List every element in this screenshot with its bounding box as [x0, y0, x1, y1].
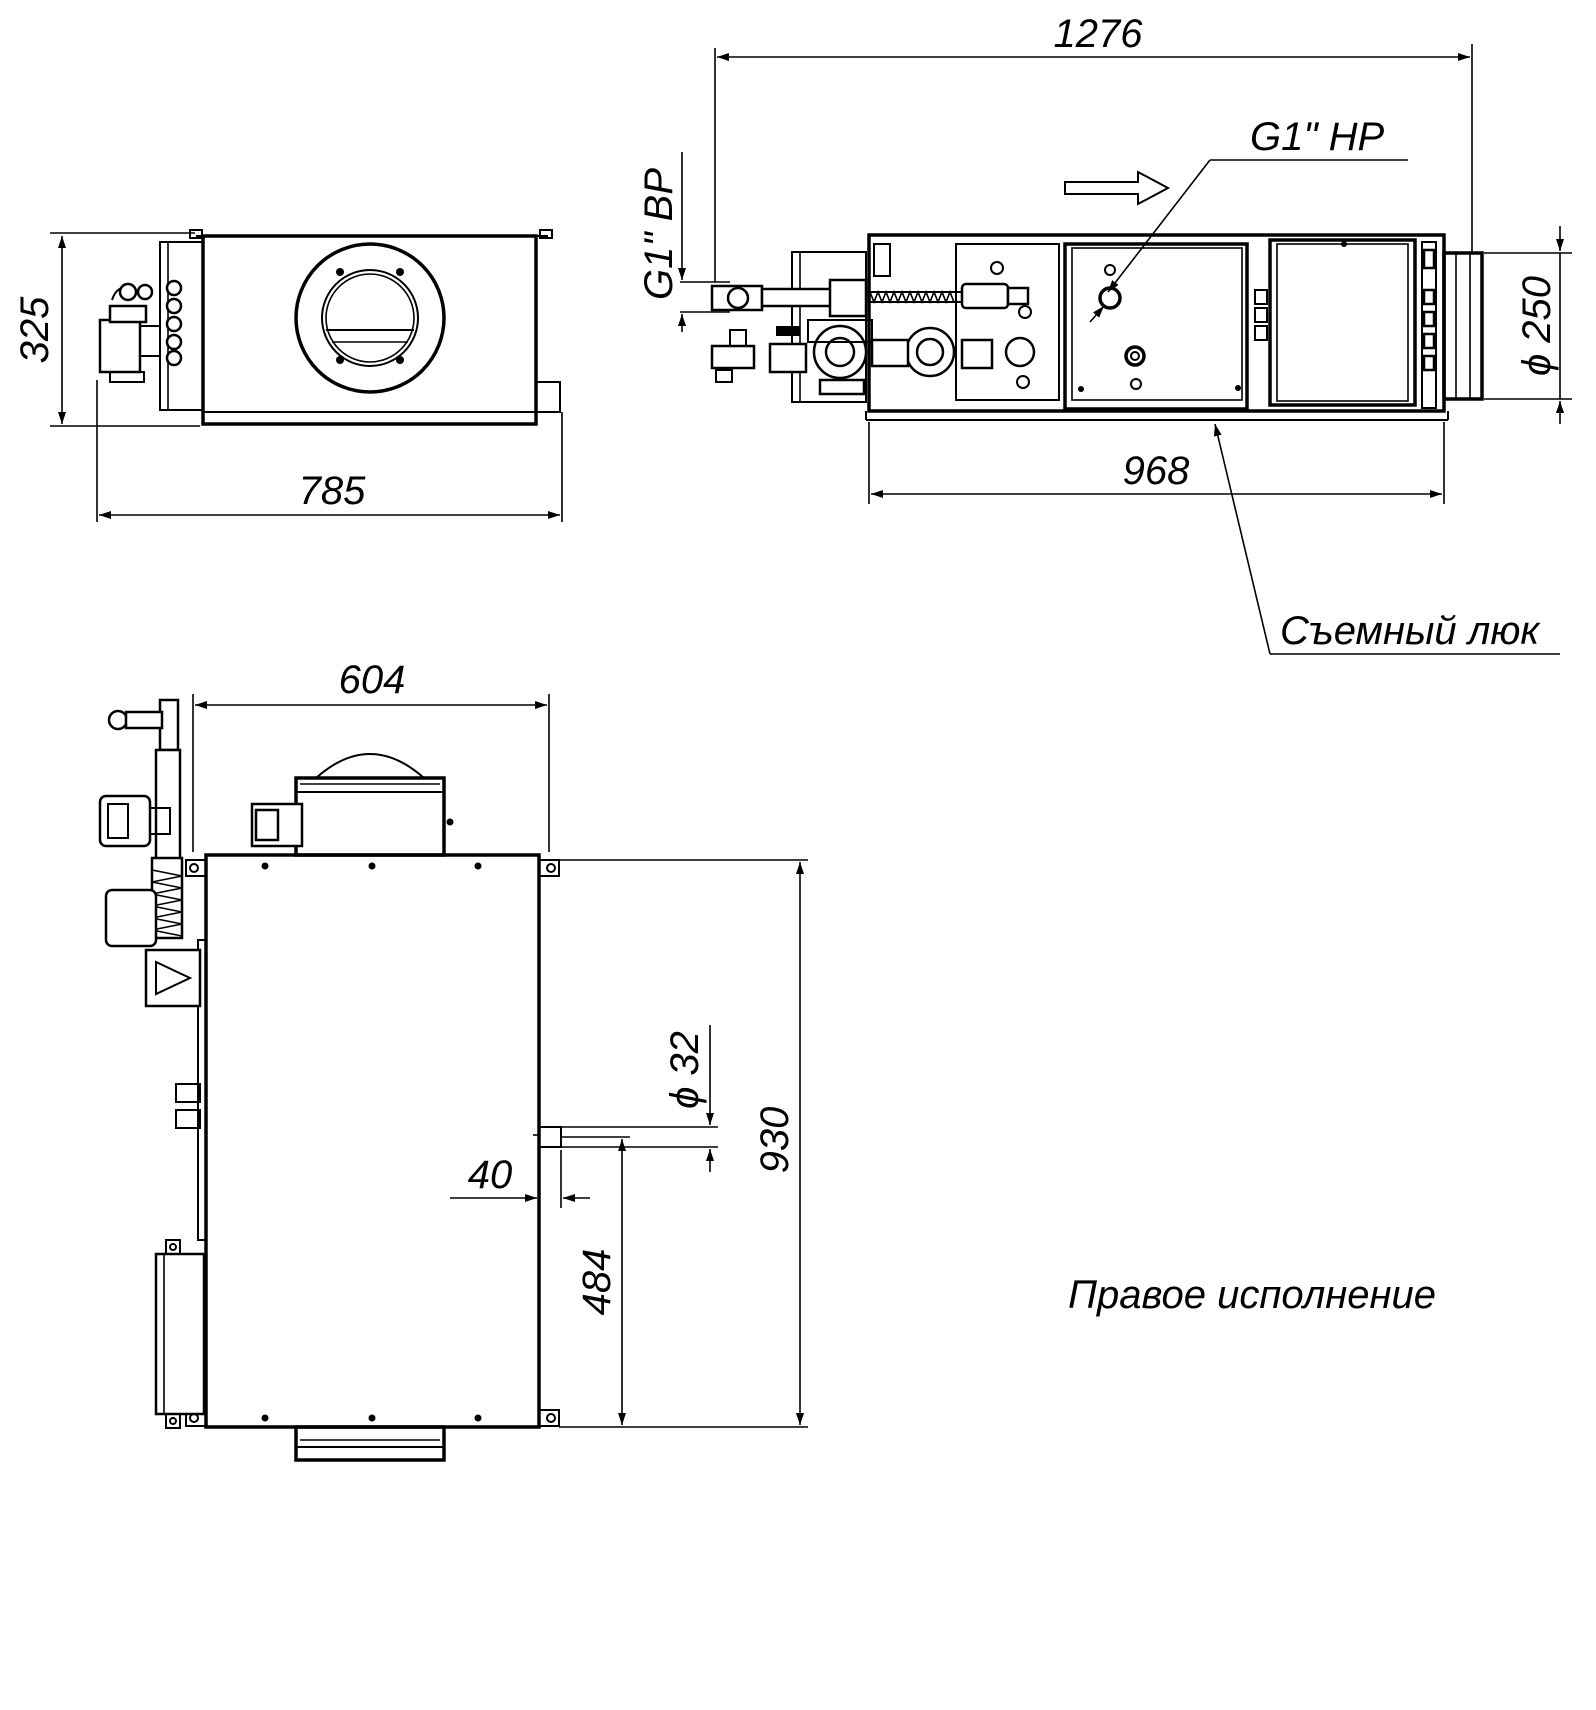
- top-length-dimension: 1276: [1054, 12, 1144, 56]
- top-dimensions: 1276 968 ϕ 250 G1" ВР G1" НР Съемный люк: [637, 12, 1572, 655]
- side-width-dimension: 604: [339, 658, 406, 702]
- side-view: [98, 698, 562, 1462]
- front-dimensions: 325 785: [13, 232, 563, 522]
- drain-offset-dimension: 484: [575, 1249, 619, 1316]
- front-view: [98, 229, 561, 426]
- top-body-length-dimension: 968: [1123, 449, 1190, 493]
- top-view: [710, 170, 1484, 421]
- front-width-dimension: 785: [299, 469, 366, 513]
- version-note: Правое исполнение: [1068, 1273, 1436, 1317]
- duct-diameter-dimension: ϕ 250: [1515, 276, 1559, 376]
- front-height-dimension: 325: [13, 296, 57, 363]
- thread-outer-label: G1" НР: [1250, 115, 1385, 159]
- side-dimensions: 604 930 484 40 ϕ 32: [192, 658, 808, 1428]
- drain-diameter-dimension: ϕ 32: [663, 1031, 707, 1109]
- thread-inner-label: G1" ВР: [637, 168, 681, 300]
- removable-hatch-label: Съемный люк: [1280, 609, 1541, 653]
- side-length-dimension: 930: [753, 1107, 797, 1174]
- drain-protrusion-dimension: 40: [468, 1153, 513, 1197]
